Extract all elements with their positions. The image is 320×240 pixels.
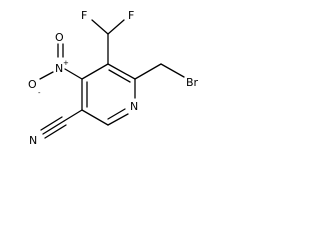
atom-o-minus: O (28, 78, 37, 91)
double-bond-c6-n1-inner (107, 108, 126, 120)
charge-o-minus: - (38, 89, 41, 97)
bond-n-o-minus (39, 71, 54, 80)
double-bond-c2-c3-inner (108, 69, 131, 83)
bond-c3-c4 (81, 63, 109, 80)
bond-chf2-f-left (91, 19, 109, 35)
triple-bond-1 (42, 120, 65, 135)
difluoromethyl-group: F F (81, 9, 134, 65)
chemical-structure-diagram: F F N + O O - Br N N (28, 9, 199, 147)
bond-c2-c3 (107, 63, 136, 80)
atom-br: Br (186, 76, 199, 89)
bond-c5-cn (63, 109, 83, 122)
bond-ch2-br (160, 63, 185, 78)
atom-n-nitrile: N (29, 134, 37, 147)
atom-n-ring: N (130, 100, 138, 113)
bond-c4-n-nitro (64, 68, 83, 80)
triple-bond-2 (40, 116, 63, 131)
charge-n-plus: + (63, 59, 69, 67)
triple-bond-3 (44, 124, 67, 139)
bond-chf2-f-right (107, 19, 125, 35)
atom-f-right: F (128, 9, 134, 22)
atom-f-left: F (81, 9, 87, 22)
nitro-group: N + O O - (28, 31, 83, 97)
bond-c5-c6 (81, 109, 109, 126)
atom-n-nitro: N (55, 62, 63, 75)
atom-o-double: O (55, 31, 64, 44)
pyridine-ring (81, 63, 136, 126)
structure-canvas: F F N + O O - Br N N (28, 9, 199, 147)
nitrile-group: N (29, 109, 83, 147)
bond-c2-ch2 (134, 63, 162, 80)
bromomethyl-group: Br (134, 63, 199, 89)
bond-c6-n1 (107, 113, 129, 126)
